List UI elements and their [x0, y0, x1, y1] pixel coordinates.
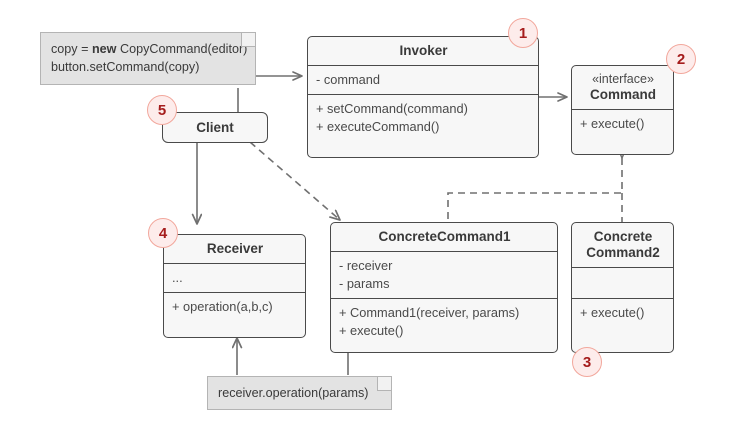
class-invoker-operations: + setCommand(command) + executeCommand()	[308, 95, 538, 141]
edge-realization-to-command	[447, 145, 628, 222]
note-line1-keyword: new	[91, 42, 117, 56]
class-invoker-attributes: - command	[308, 66, 538, 96]
note-receiver-operation-text: receiver.operation(params)	[218, 386, 369, 400]
badge-concretecommand2: 3	[572, 347, 602, 377]
class-receiver-operation: + operation(a,b,c)	[172, 299, 273, 315]
badge-invoker: 1	[508, 18, 538, 48]
class-invoker[interactable]: Invoker - command + setCommand(command) …	[307, 36, 539, 158]
class-command-operations: + execute()	[572, 110, 673, 138]
class-concretecommand1-title: ConcreteCommand1	[331, 223, 557, 252]
class-client[interactable]: Client	[162, 112, 268, 143]
note-client-code-line1: copy = new CopyCommand(editor)	[51, 40, 248, 58]
class-concretecommand2-name-line1: Concrete	[593, 229, 653, 244]
class-command-stereotype: «interface»	[592, 72, 654, 86]
class-command[interactable]: «interface» Command + execute()	[571, 65, 674, 155]
class-concretecommand1-operation: + Command1(receiver, params)	[339, 305, 520, 321]
class-receiver-title: Receiver	[164, 235, 305, 264]
note-client-code: copy = new CopyCommand(editor) button.se…	[40, 32, 256, 85]
class-invoker-operation: + executeCommand()	[316, 119, 440, 135]
class-command-name: Command	[589, 86, 656, 102]
class-receiver[interactable]: Receiver ... + operation(a,b,c)	[163, 234, 306, 338]
class-invoker-operation: + setCommand(command)	[316, 101, 468, 117]
class-command-title: «interface» Command	[572, 66, 673, 110]
note-fold-corner	[377, 377, 391, 391]
badge-command: 2	[666, 44, 696, 74]
class-invoker-attribute: - command	[316, 71, 381, 87]
class-invoker-title: Invoker	[308, 37, 538, 66]
note-fold-corner	[241, 33, 255, 47]
note-client-code-line2: button.setCommand(copy)	[51, 60, 200, 75]
class-concretecommand1-operations: + Command1(receiver, params) + execute()	[331, 299, 557, 345]
class-receiver-attribute: ...	[172, 269, 183, 285]
class-concretecommand2-operations: + execute()	[572, 299, 673, 327]
class-concretecommand1[interactable]: ConcreteCommand1 - receiver - params + C…	[330, 222, 558, 353]
class-concretecommand1-attribute: - receiver	[339, 257, 393, 273]
class-command-operation: + execute()	[580, 115, 645, 131]
note-line1-prefix: copy =	[51, 42, 92, 56]
badge-client: 5	[147, 95, 177, 125]
class-concretecommand1-attributes: - receiver - params	[331, 252, 557, 300]
class-concretecommand2-operation: + execute()	[580, 304, 645, 320]
note-line1-suffix: CopyCommand(editor)	[116, 42, 248, 56]
class-concretecommand2-title: Concrete Command2	[572, 223, 673, 268]
class-receiver-attributes: ...	[164, 264, 305, 294]
class-concretecommand2[interactable]: Concrete Command2 + execute()	[571, 222, 674, 353]
class-concretecommand2-attributes	[572, 268, 673, 299]
note-receiver-operation: receiver.operation(params)	[207, 376, 392, 411]
class-client-label: Client	[196, 120, 234, 135]
class-concretecommand1-attribute: - params	[339, 276, 390, 292]
badge-receiver: 4	[148, 218, 178, 248]
class-receiver-operations: + operation(a,b,c)	[164, 293, 305, 321]
class-concretecommand2-name-line2: Command2	[586, 244, 660, 260]
class-concretecommand1-operation: + execute()	[339, 323, 404, 339]
